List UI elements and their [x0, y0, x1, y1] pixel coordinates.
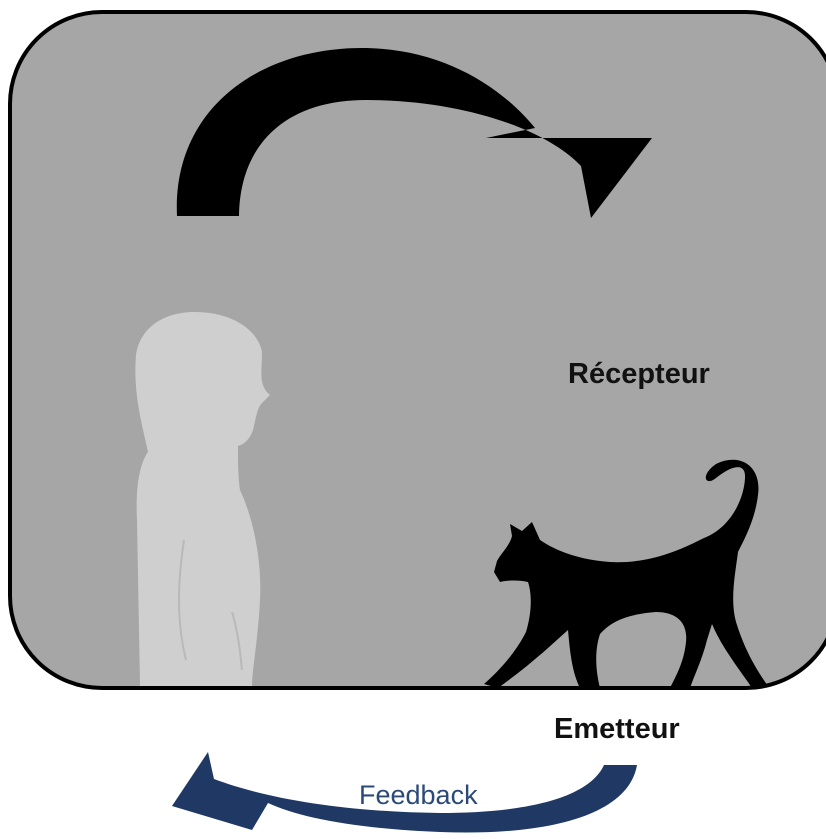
curved-arrow-left-icon — [172, 752, 637, 833]
sender-label: Emetteur — [554, 713, 680, 745]
receiver-label: Récepteur — [568, 358, 710, 390]
curved-arrow-right-icon — [176, 48, 652, 218]
feedback-label: Feedback — [359, 780, 478, 810]
cat-silhouette-icon — [484, 459, 768, 688]
woman-silhouette-icon — [135, 312, 270, 686]
